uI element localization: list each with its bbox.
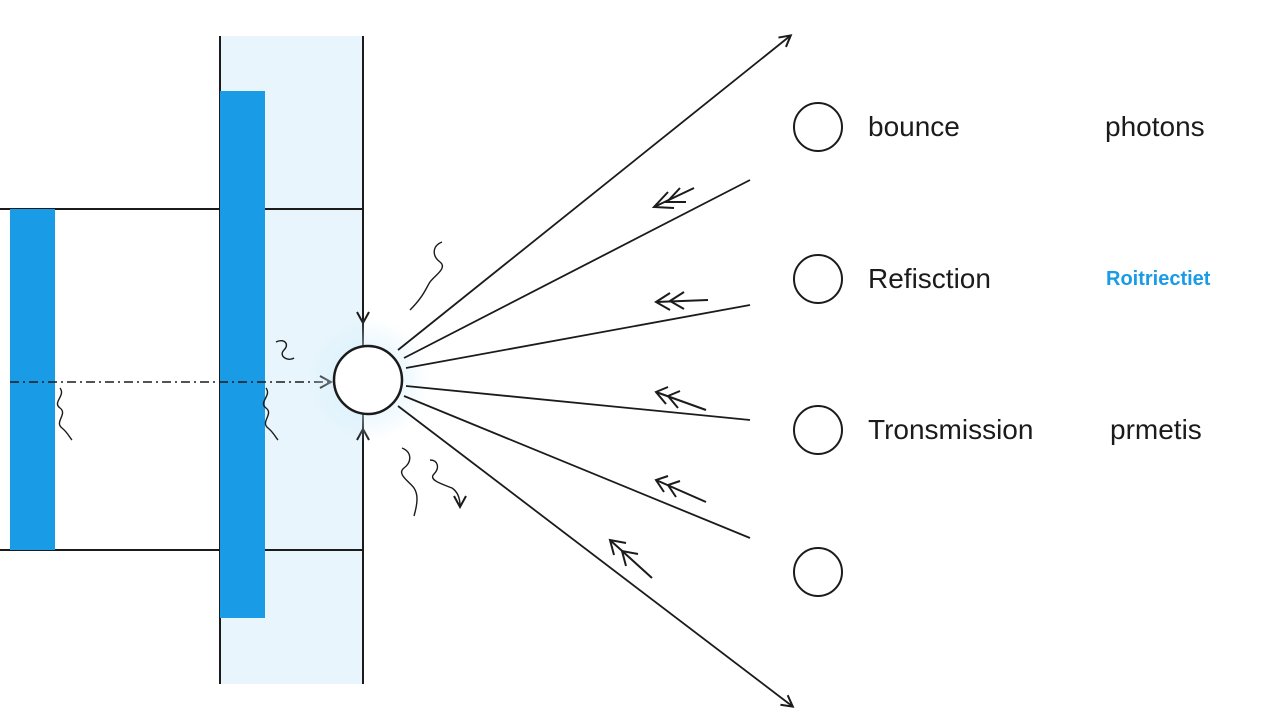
double-arrow-5 — [608, 538, 653, 579]
ray-bottom-arrow — [397, 405, 792, 706]
ray-top-arrow — [397, 36, 790, 351]
squiggle-3 — [275, 340, 295, 360]
squiggle-4 — [409, 241, 444, 311]
double-arrow-2 — [654, 291, 709, 311]
legend-note-prmetis: prmetis — [1110, 414, 1202, 445]
collision-circle — [332, 344, 404, 416]
ray-2 — [405, 304, 751, 369]
double-arrow-4 — [654, 475, 707, 503]
squiggle-1 — [56, 387, 73, 441]
double-arrow-3 — [654, 386, 707, 411]
blue-bar-left — [10, 209, 55, 550]
legend-label-bounce: bounce — [868, 111, 960, 142]
legend-circle-1 — [793, 102, 843, 152]
squiggle-6 — [429, 459, 460, 506]
ray-1 — [403, 179, 751, 359]
legend-note-roitriectiet: Roitriectiet — [1106, 268, 1211, 290]
legend-label-refisction: Refisction — [868, 263, 991, 294]
legend-label-tronsmission: Tronsmission — [868, 414, 1034, 445]
ray-3 — [405, 385, 751, 421]
squiggle-2 — [262, 387, 279, 441]
squiggle-5 — [400, 447, 418, 517]
legend-circle-4 — [793, 547, 843, 597]
legend-circle-3 — [793, 405, 843, 455]
ray-4 — [403, 395, 751, 539]
blue-bar-right — [220, 91, 265, 618]
legend-circle-2 — [793, 254, 843, 304]
legend-note-photons: photons — [1105, 111, 1205, 142]
double-arrow-1 — [651, 187, 695, 209]
